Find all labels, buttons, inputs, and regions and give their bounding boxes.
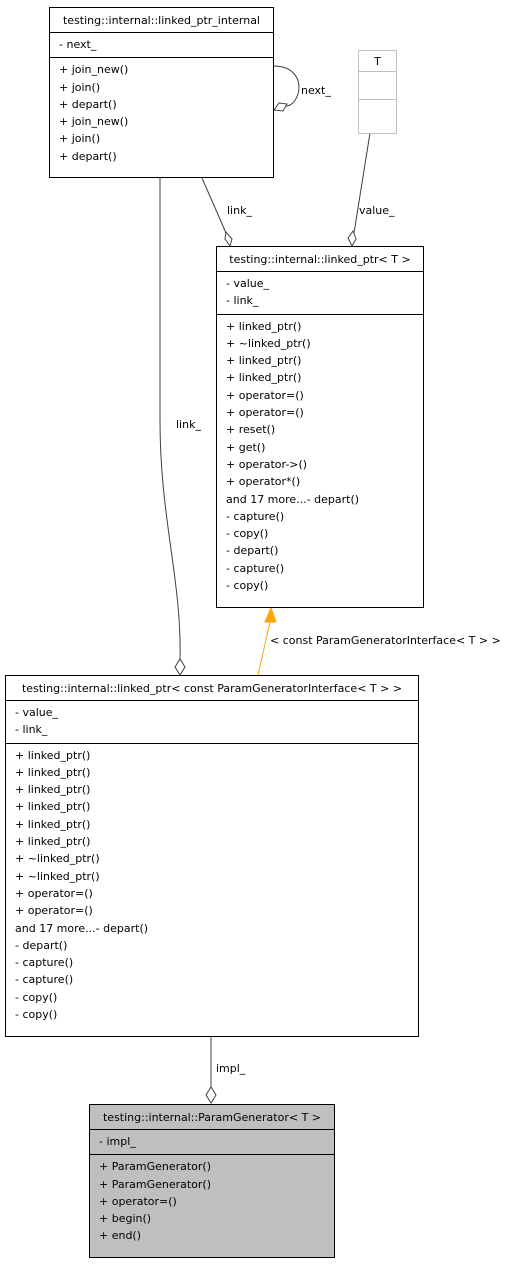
method: + join_new() xyxy=(59,63,129,77)
class-box-linked-ptr-internal[interactable]: testing::internal::linked_ptr_internal -… xyxy=(49,7,274,178)
attribute: - value_ xyxy=(15,706,59,719)
methods-section: + linked_ptr() + linked_ptr() + linked_p… xyxy=(6,742,418,1028)
methods-section: + join_new() + join() + depart() + join_… xyxy=(50,57,273,169)
method: - capture() xyxy=(15,956,74,970)
method: + linked_ptr() xyxy=(226,319,302,333)
arrowhead-template-instance xyxy=(264,606,277,623)
method: - capture() xyxy=(15,973,74,987)
method: + linked_ptr() xyxy=(15,800,91,814)
class-title: testing::internal::linked_ptr< T > xyxy=(229,253,411,266)
method: + join() xyxy=(59,80,101,94)
method: + depart() xyxy=(59,149,117,163)
method: and 17 more...- depart() xyxy=(226,492,360,506)
edge-link-right xyxy=(201,177,227,234)
class-title: testing::internal::ParamGenerator< T > xyxy=(102,1111,322,1124)
edge-label-template-arg: < const ParamGeneratorInterface< T > > xyxy=(270,634,501,647)
attributes-section: - impl_ xyxy=(90,1129,334,1154)
method: + begin() xyxy=(99,1212,152,1226)
class-title: testing::internal::linked_ptr< const Par… xyxy=(21,682,403,695)
method: - copy() xyxy=(15,990,58,1004)
method: + join_new() xyxy=(59,115,129,129)
attributes-section: - next_ xyxy=(50,32,273,57)
method: + linked_ptr() xyxy=(15,783,91,797)
method: + linked_ptr() xyxy=(15,817,91,831)
class-title: testing::internal::linked_ptr_internal xyxy=(62,14,260,27)
method: + get() xyxy=(226,440,266,454)
method: + ParamGenerator() xyxy=(99,1177,212,1191)
attribute: - value_ xyxy=(226,277,270,290)
method: + linked_ptr() xyxy=(226,354,302,368)
method: - copy() xyxy=(226,579,269,593)
class-box-param-generator[interactable]: testing::internal::ParamGenerator< T > -… xyxy=(89,1104,335,1258)
attribute: - link_ xyxy=(226,294,259,308)
method: - copy() xyxy=(226,527,269,541)
method: + operator=() xyxy=(226,388,304,402)
method: and 17 more...- depart() xyxy=(15,921,149,935)
method: + linked_ptr() xyxy=(15,765,91,779)
method: - copy() xyxy=(15,1008,58,1022)
edge-value xyxy=(353,132,371,234)
method: + depart() xyxy=(59,97,117,111)
method: + operator=() xyxy=(99,1194,177,1208)
method: + linked_ptr() xyxy=(15,748,91,762)
edge-label-link-right: link_ xyxy=(227,204,252,217)
class-box-template-t[interactable]: T xyxy=(358,50,397,134)
method: - capture() xyxy=(226,561,285,575)
method: - capture() xyxy=(226,509,285,523)
method: + end() xyxy=(99,1229,142,1243)
edge-link-left xyxy=(159,178,181,661)
method: + ~linked_ptr() xyxy=(15,869,100,883)
attribute: - impl_ xyxy=(99,1135,136,1148)
edge-next-self xyxy=(273,65,300,107)
method: + operator=() xyxy=(226,406,304,420)
attributes-section: - value_ - link_ xyxy=(6,700,418,743)
methods-section: + ParamGenerator() + ParamGenerator() + … xyxy=(90,1154,334,1248)
diamond-link-right xyxy=(224,230,233,248)
edge-label-value: value_ xyxy=(359,204,395,217)
method: + ~linked_ptr() xyxy=(15,852,100,866)
method: - depart() xyxy=(226,544,279,558)
method: + linked_ptr() xyxy=(226,371,302,385)
methods-section: + linked_ptr() + ~linked_ptr() + linked_… xyxy=(217,313,423,599)
attributes-section: - value_ - link_ xyxy=(217,271,423,314)
method: + join() xyxy=(59,132,101,146)
diamond-next xyxy=(273,102,288,112)
edge-template-instance xyxy=(257,621,271,676)
attribute: - next_ xyxy=(59,38,97,51)
class-box-linked-ptr-const[interactable]: testing::internal::linked_ptr< const Par… xyxy=(5,675,419,1037)
class-box-linked-ptr-t[interactable]: testing::internal::linked_ptr< T > - val… xyxy=(216,246,424,608)
diamond-impl xyxy=(205,1086,217,1104)
attributes-section xyxy=(359,71,396,99)
method: + operator=() xyxy=(15,904,93,918)
edge-label-next: next_ xyxy=(301,84,331,97)
method: + ParamGenerator() xyxy=(99,1160,212,1174)
methods-section xyxy=(359,99,396,127)
method: + linked_ptr() xyxy=(15,835,91,849)
edge-label-link-left: link_ xyxy=(176,418,201,431)
method: + reset() xyxy=(226,423,276,437)
method: + operator=() xyxy=(15,886,93,900)
diamond-value xyxy=(347,229,357,248)
diamond-link-left xyxy=(174,658,186,676)
method: - depart() xyxy=(15,938,68,952)
method: + operator*() xyxy=(226,475,301,489)
method: + ~linked_ptr() xyxy=(226,336,311,350)
edge-label-impl: impl_ xyxy=(216,1062,246,1075)
attribute: - link_ xyxy=(15,723,48,737)
class-title: T xyxy=(374,55,381,68)
method: + operator->() xyxy=(226,457,308,471)
